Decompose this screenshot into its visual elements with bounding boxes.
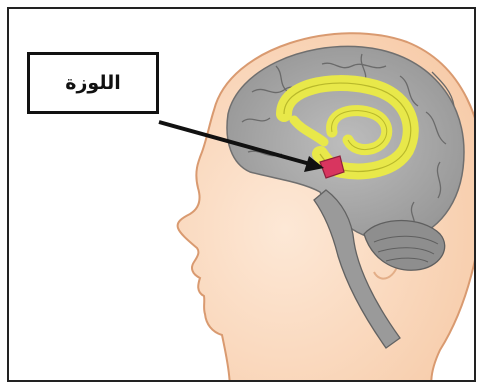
amygdala-label: اللوزة: [65, 72, 120, 94]
amygdala-callout: اللوزة: [27, 52, 159, 114]
